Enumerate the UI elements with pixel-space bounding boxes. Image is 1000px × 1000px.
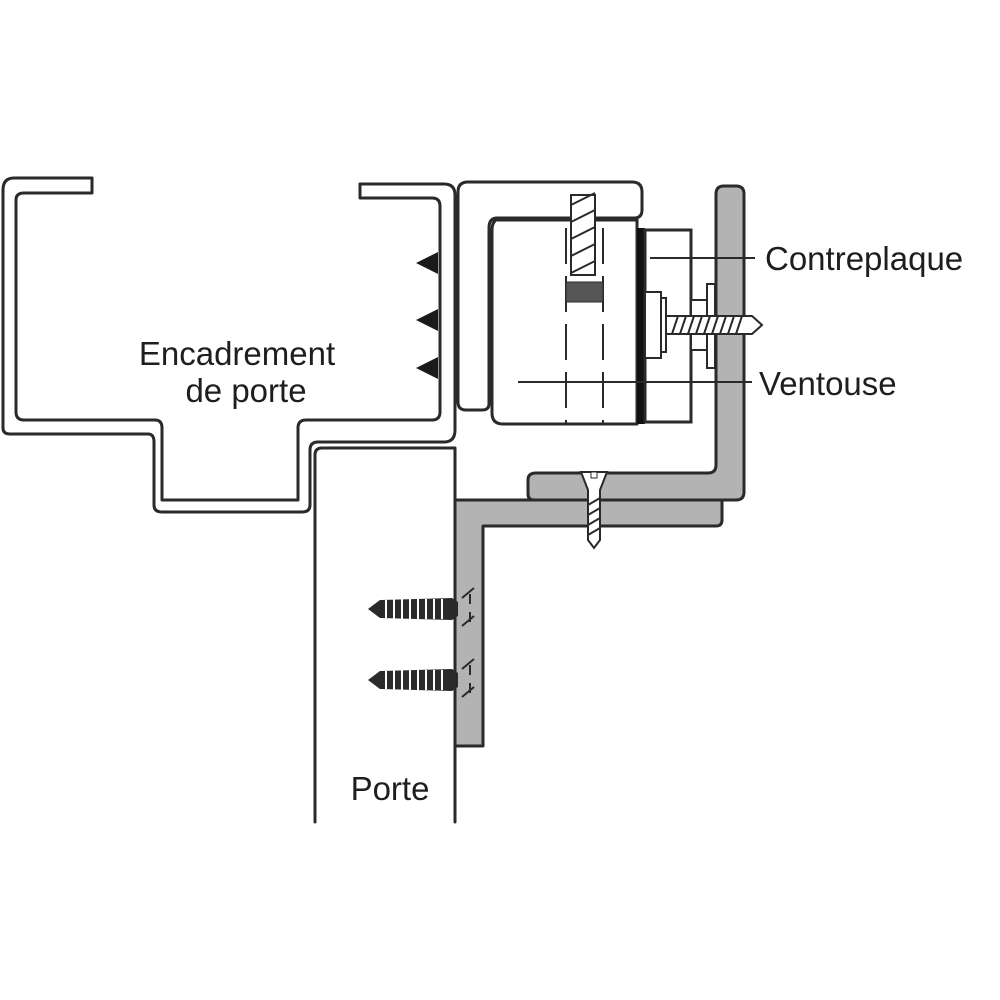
door-screws (368, 587, 475, 698)
leader-lines (518, 257, 755, 383)
label-magnet: Ventouse (759, 365, 897, 402)
bracket-screw-icon (579, 471, 609, 550)
label-frame-line1: Encadrement (139, 335, 335, 372)
door-frame-profile (1, 176, 457, 514)
frame-screws (416, 252, 438, 379)
top-mounting-plate (456, 180, 644, 412)
label-strike-plate: Contreplaque (765, 240, 963, 277)
frame-screw-icon (416, 309, 438, 331)
frame-screw-icon (416, 252, 438, 274)
door (313, 446, 457, 824)
l-bracket (453, 498, 724, 748)
label-frame-line2: de porte (185, 372, 306, 409)
magnet-housing (490, 216, 645, 426)
door-screw-icon (368, 658, 475, 698)
frame-screw-icon (416, 357, 438, 379)
door-screw-icon (368, 587, 475, 627)
label-door: Porte (351, 770, 430, 807)
armature-screw-icon (665, 315, 764, 335)
magnet-insert (565, 192, 604, 303)
